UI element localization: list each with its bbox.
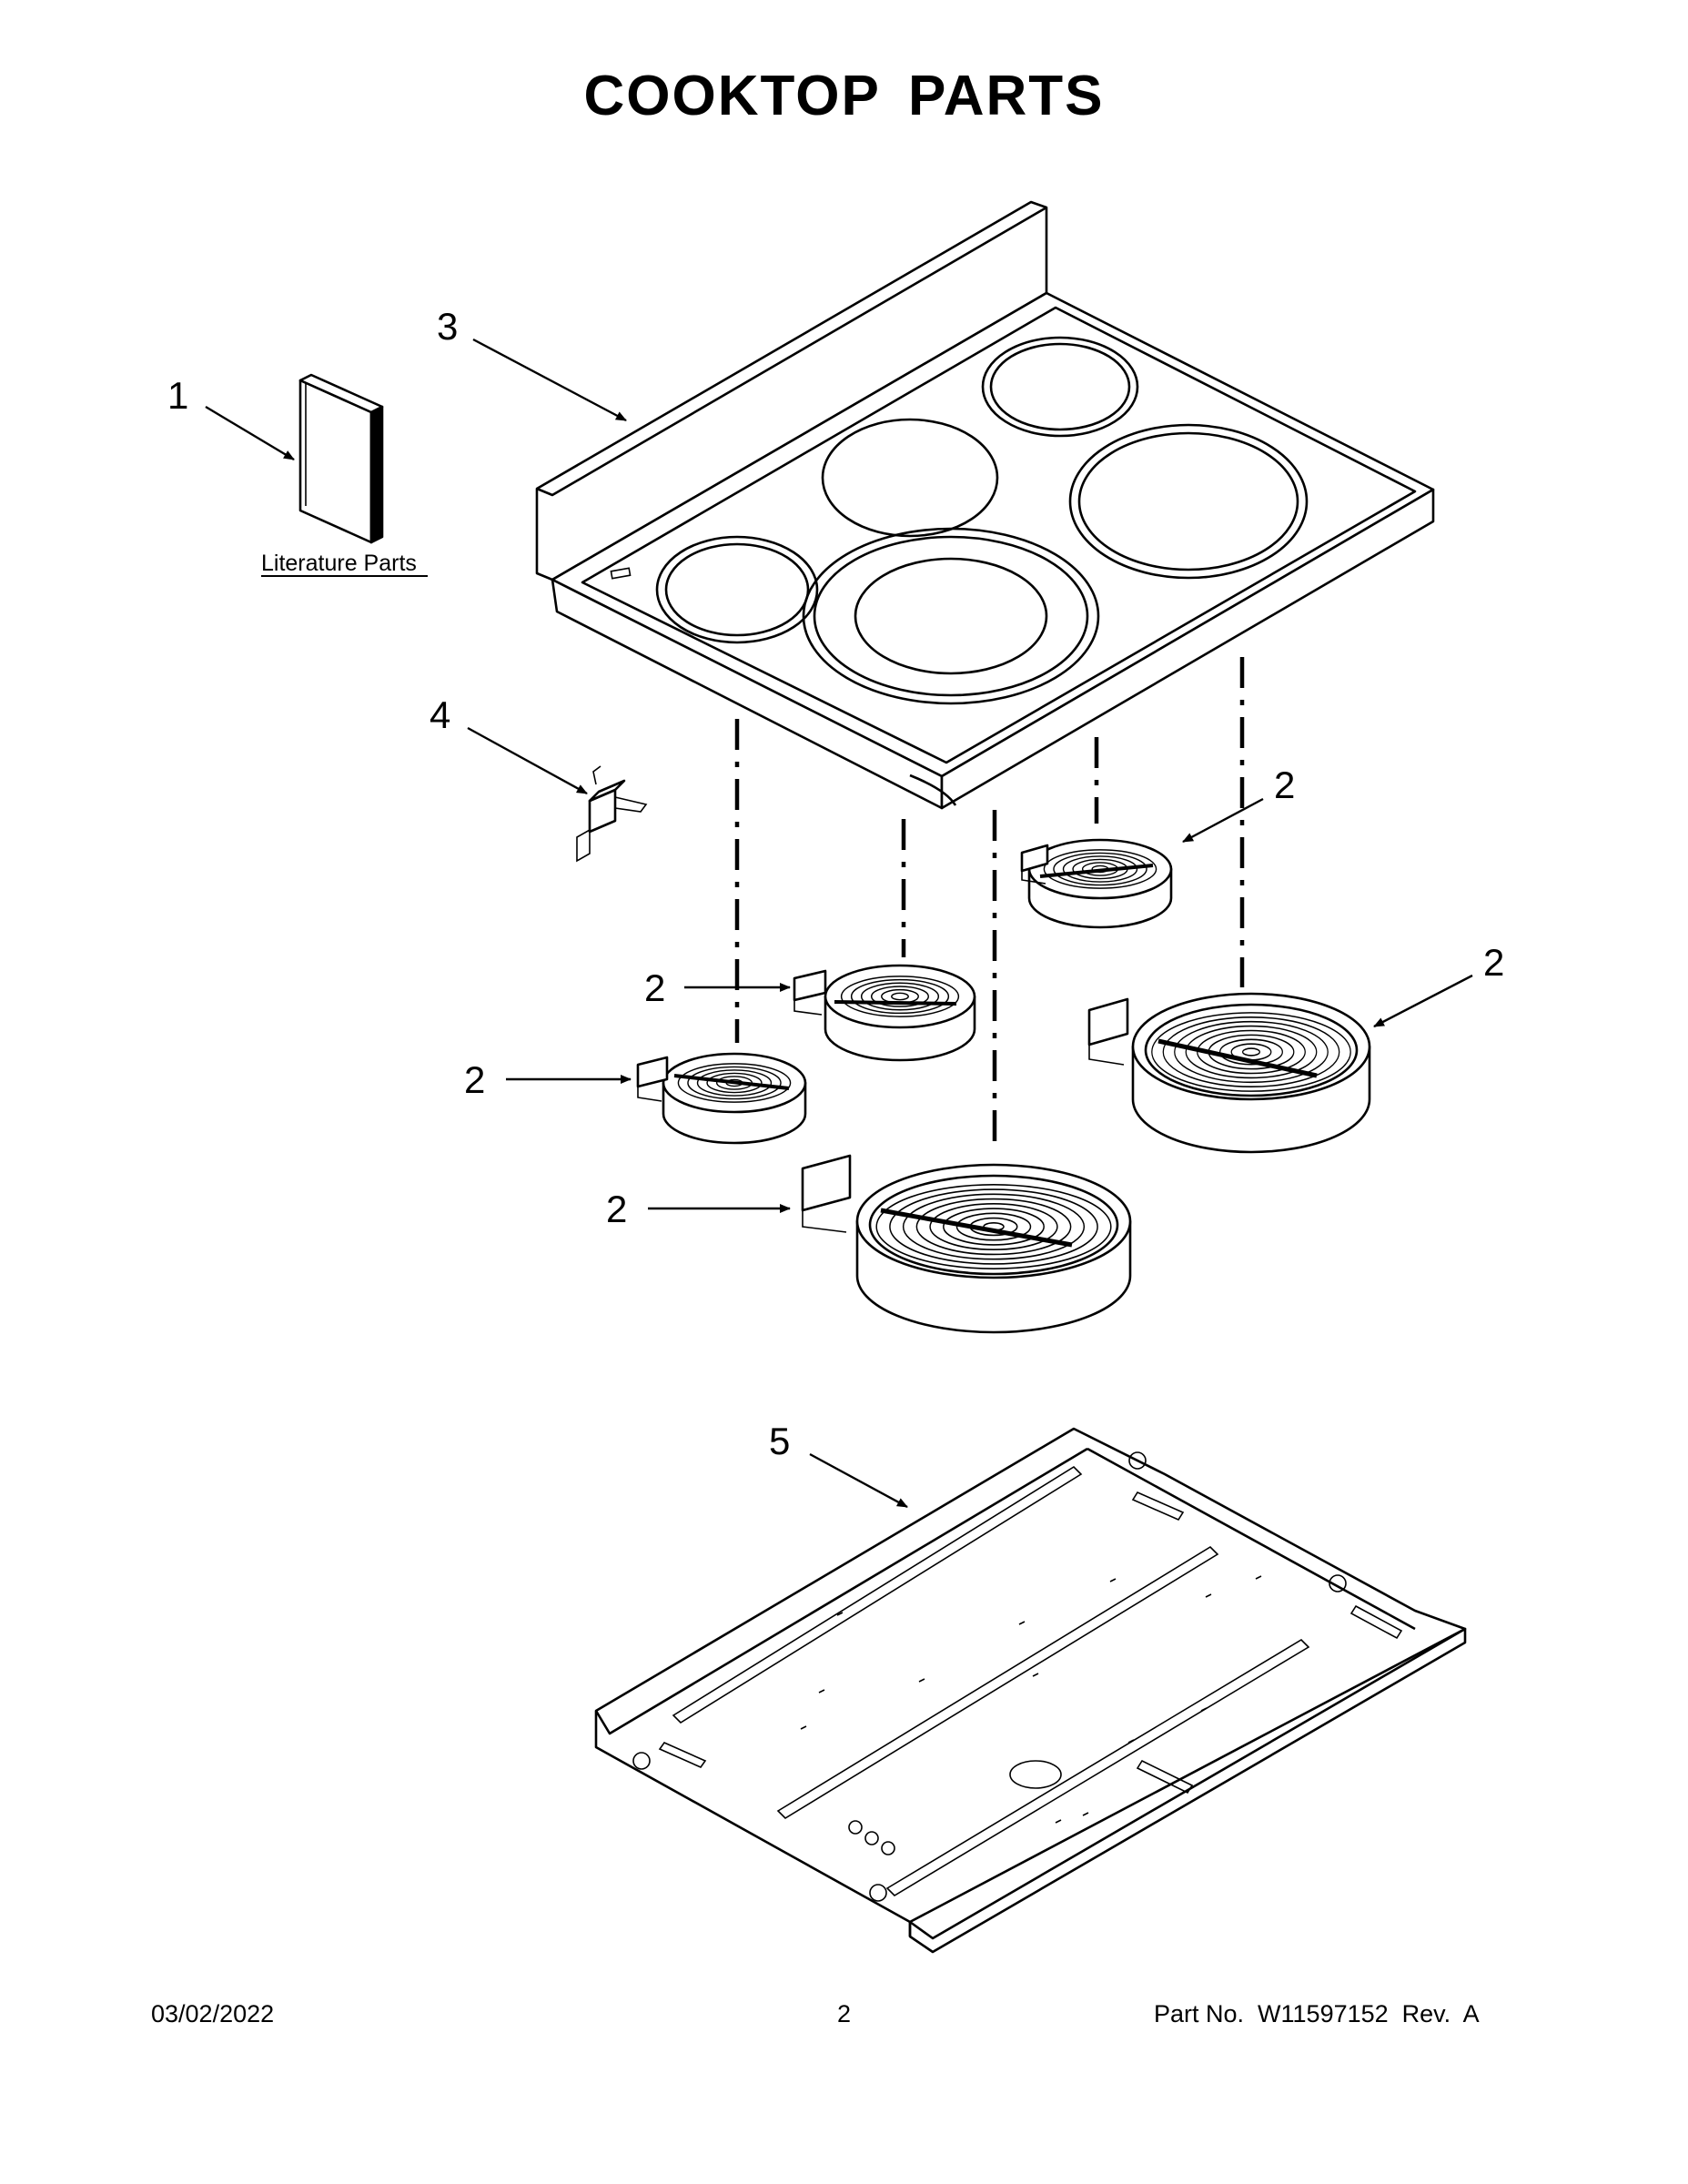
leader-arrow-3 <box>472 338 627 422</box>
leader-arrow-4 <box>467 726 588 795</box>
surface-element-icon <box>801 1154 1132 1334</box>
leader-arrow-2-right-small <box>1182 797 1264 844</box>
surface-element-icon <box>636 1052 807 1145</box>
footer-page-number: 2 <box>836 2000 852 2027</box>
footer-date: 03/02/2022 <box>151 2000 275 2027</box>
leader-arrow-2-right-large <box>1373 974 1473 1028</box>
surface-element-icon <box>793 964 976 1062</box>
switch-icon <box>576 765 648 863</box>
surface-element-icon <box>1020 838 1173 929</box>
footer-part-number: Part No. W11597152 Rev. A <box>1154 2000 1480 2027</box>
callout-3: 3 <box>437 305 458 348</box>
page-title: COOKTOP PARTS <box>583 65 1105 127</box>
callout-4: 4 <box>430 693 450 736</box>
callout-2-left-small: 2 <box>464 1058 485 1101</box>
leader-arrow-1 <box>205 405 295 461</box>
heat-shield-icon <box>594 1427 1467 1954</box>
callout-1: 1 <box>167 374 188 417</box>
callout-2-right-small: 2 <box>1274 763 1295 806</box>
callout-2-front-large: 2 <box>606 1188 627 1230</box>
surface-element-icon <box>1087 992 1371 1154</box>
callout-2-middle: 2 <box>644 966 665 1009</box>
cooktop-icon <box>535 200 1435 810</box>
literature-parts-label: Literature Parts <box>261 551 417 576</box>
leader-arrow-5 <box>809 1452 908 1509</box>
literature-icon <box>298 373 384 544</box>
alignment-lines <box>734 657 1245 1148</box>
callout-5: 5 <box>769 1420 790 1462</box>
callout-2-right-large: 2 <box>1483 941 1504 984</box>
